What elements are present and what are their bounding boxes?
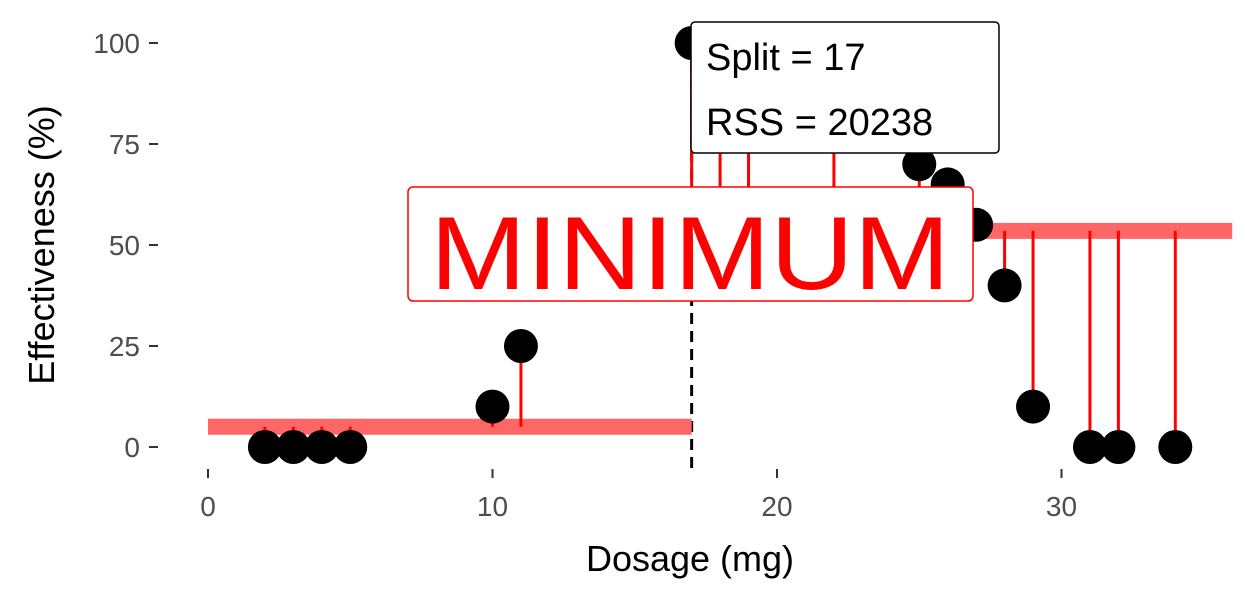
data-point [333,430,368,464]
split-callout-box [690,21,1000,154]
data-point [987,268,1022,303]
x-axis: 0 10 20 30 [200,469,1077,522]
y-tick-label: 0 [124,432,140,463]
data-point [503,329,538,363]
y-tick-label: 100 [93,28,140,59]
minimum-label: MINIMUM [430,196,950,312]
y-tick-label: 25 [109,331,140,362]
split-callout: Split = 17 RSS = 20238 [690,21,1000,154]
data-point [1158,430,1193,464]
y-axis: 0 25 50 75 100 [93,28,158,463]
data-point [276,430,311,464]
minimum-banner-box [407,186,974,302]
data-point [475,389,510,424]
data-point [304,430,339,464]
x-tick-label: 10 [477,491,508,522]
data-point [1016,389,1051,424]
x-axis-title: Dosage (mg) [586,538,794,579]
x-tick-label: 0 [200,491,216,522]
y-axis-title: Effectiveness (%) [21,105,62,384]
y-tick-label: 75 [109,129,140,160]
rss-label: RSS = 20238 [706,102,933,144]
y-tick-label: 50 [109,230,140,261]
minimum-banner: MINIMUM [407,186,974,312]
x-tick-label: 20 [761,491,792,522]
split-label: Split = 17 [706,37,866,79]
x-tick-label: 30 [1046,491,1077,522]
data-point [902,147,937,182]
data-point [1101,430,1136,464]
data-point [247,430,282,464]
data-point [1072,430,1107,464]
